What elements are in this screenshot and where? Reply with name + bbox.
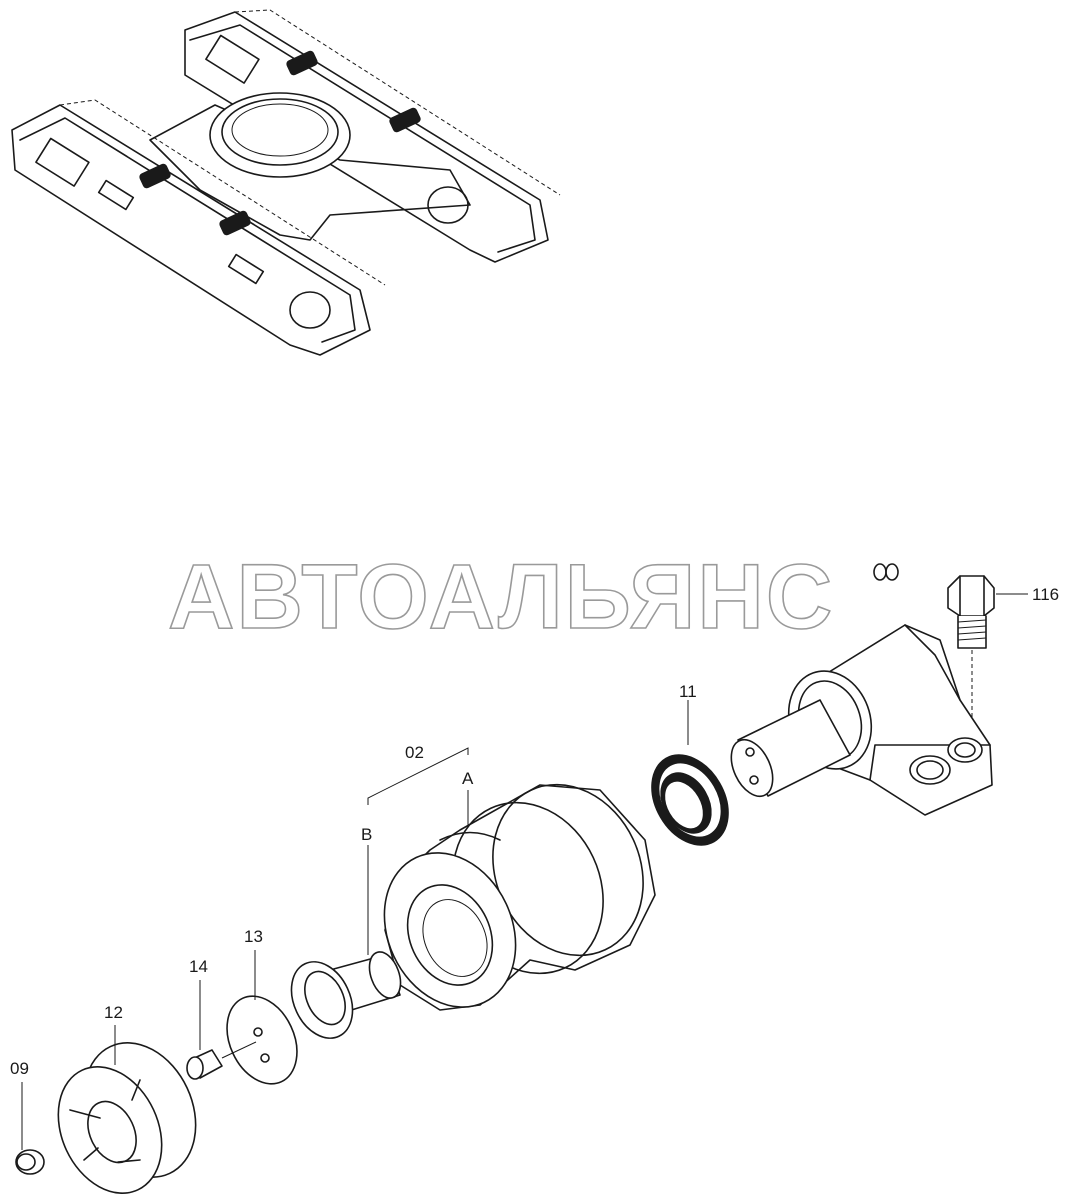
bolt-116	[947, 575, 1028, 735]
part-label-13: 13	[244, 927, 263, 946]
part-label-12: 12	[104, 1003, 123, 1022]
seal-11	[651, 700, 729, 846]
part-label-116: 116	[1032, 585, 1059, 604]
part-label-11: 11	[679, 682, 697, 701]
part-label-b: B	[361, 825, 372, 844]
bushing	[290, 951, 402, 1039]
part-label-09: 09	[10, 1059, 29, 1078]
part-label-14: 14	[189, 957, 208, 976]
roller-marker	[139, 50, 421, 236]
watermark: АВТОАЛЬЯНС	[168, 546, 834, 648]
washer-13	[226, 950, 298, 1085]
shaft-bracket	[730, 563, 993, 816]
track-roller-02	[367, 747, 656, 1011]
undercarriage-overview	[11, 9, 561, 356]
part-label-02: 02	[405, 743, 424, 762]
part-label-a: A	[462, 769, 474, 788]
plug-09	[15, 1082, 45, 1175]
cover-12	[57, 1025, 197, 1194]
screw-14	[186, 980, 257, 1080]
